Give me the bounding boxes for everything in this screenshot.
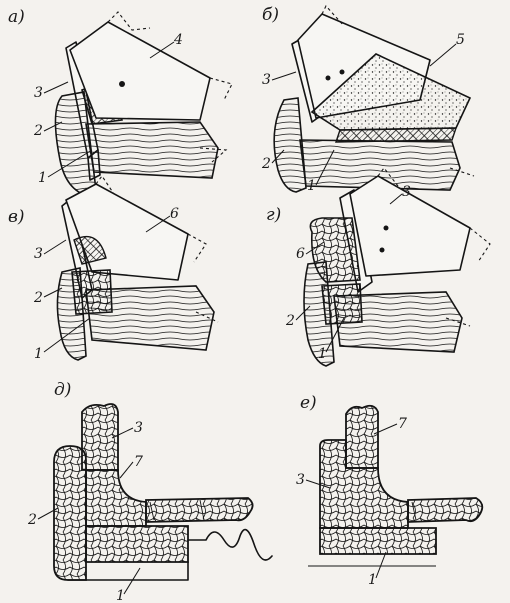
panel-v-leader-6 xyxy=(145,215,171,233)
panel-b-label: б) xyxy=(262,5,279,25)
panel-b-particle-slab xyxy=(310,53,472,131)
panel-b-slab-edge xyxy=(335,127,457,143)
panel-e-floor-board xyxy=(319,527,437,555)
panel-e-label: е) xyxy=(300,393,317,413)
panel-v-callout-3: 3 xyxy=(34,246,43,262)
panel-g-label: г) xyxy=(266,205,281,225)
panel-b-callout-3: 3 xyxy=(262,72,271,88)
panel-a-label: а) xyxy=(8,7,25,27)
panel-d-callout-7: 7 xyxy=(134,454,143,470)
panel-v-cut-line xyxy=(95,175,207,263)
panel-a-callout-2: 2 xyxy=(33,123,43,139)
panel-e-leader-1 xyxy=(375,551,387,579)
panel-e-leader-7 xyxy=(305,479,331,489)
panel-a-leader-1 xyxy=(47,149,93,178)
panel-e-callout-1: 1 xyxy=(368,572,377,588)
panel-e-joints xyxy=(411,501,417,521)
panel-a: а) 3 2 1 4 xyxy=(8,7,233,197)
panel-v-floor-board xyxy=(85,285,215,351)
panel-e-thin-board xyxy=(407,497,484,523)
panel-b-floor-cut xyxy=(449,167,475,177)
panel-a-leader-2 xyxy=(43,121,63,132)
panel-e-stud xyxy=(345,404,379,469)
panel-d-baseline xyxy=(67,528,273,581)
panel-d-stud xyxy=(81,403,119,471)
panel-d: д) 3 7 2 1 xyxy=(27,380,273,603)
panel-v-callout-2: 2 xyxy=(33,290,43,306)
panel-g-callout-6: 6 xyxy=(296,246,305,262)
panel-a-floor-cut xyxy=(199,147,228,163)
panel-d-floor-board xyxy=(85,525,189,563)
panel-d-leader-1 xyxy=(123,567,141,595)
panel-e-callout-7: 3 xyxy=(296,472,305,488)
panel-b-leader-3 xyxy=(271,71,297,81)
panel-a-nail xyxy=(119,81,125,87)
panel-g-callout-1: 1 xyxy=(318,346,327,362)
panel-a-callout-4: 4 xyxy=(173,32,183,48)
panel-d-joints xyxy=(149,499,205,521)
panel-d-callout-2: 2 xyxy=(27,512,37,528)
panel-d-callout-1: 1 xyxy=(116,588,125,603)
panel-e-callout-3: 7 xyxy=(398,416,407,432)
panel-b-leader-2 xyxy=(271,149,285,164)
panel-b-leader-1 xyxy=(315,149,335,186)
panel-v-leader-3 xyxy=(43,239,67,255)
panel-d-leader-7 xyxy=(119,461,134,479)
panel-g-leader-3 xyxy=(389,193,403,205)
panel-a-leader-4 xyxy=(149,41,175,59)
panel-g-floor-cut xyxy=(445,317,471,327)
panel-d-leader-2 xyxy=(37,507,59,520)
panel-g-callout-3: 3 xyxy=(402,184,411,200)
panel-b-floor-board xyxy=(299,139,461,191)
panel-e: е) 7 3 1 xyxy=(296,393,484,588)
panel-a-leader-3 xyxy=(43,81,69,94)
panel-v-label: в) xyxy=(8,207,25,227)
panel-v: в) 3 2 1 6 xyxy=(8,175,219,362)
panel-g-cut-line xyxy=(377,167,491,263)
panel-a-callout-3: 3 xyxy=(34,85,43,101)
panel-b-callout-1: 1 xyxy=(307,178,316,194)
panel-v-leader-2 xyxy=(43,287,63,298)
panel-v-leader-1 xyxy=(43,317,91,353)
panel-a-floor-board xyxy=(85,121,219,179)
panel-b-callout-2: 2 xyxy=(261,156,271,172)
panel-b-callout-5: 5 xyxy=(456,32,465,48)
panel-a-wall-panel xyxy=(69,21,211,121)
panel-b-cut-line xyxy=(321,5,345,27)
panel-d-callout-3: 3 xyxy=(134,420,143,436)
panel-a-callout-1: 1 xyxy=(38,170,47,186)
panel-g-leader-2 xyxy=(295,305,311,321)
panel-b-trim xyxy=(273,97,307,193)
panel-g-floor-board xyxy=(333,291,463,353)
panel-a-cut-line xyxy=(107,11,233,101)
panel-v-cove xyxy=(73,235,107,265)
panel-g-leader-6 xyxy=(305,241,325,255)
panel-g-callout-2: 2 xyxy=(285,313,295,329)
panel-g-leader-1 xyxy=(325,317,345,353)
panel-v-callout-1: 1 xyxy=(34,346,43,362)
panel-b-leader-5 xyxy=(429,43,457,67)
panel-v-floor-cut xyxy=(195,311,219,323)
panel-v-callout-6: 6 xyxy=(170,206,179,222)
panel-b: б) 3 2 1 5 xyxy=(261,5,475,194)
panel-d-thin-board xyxy=(145,497,254,523)
panel-g: г) 6 2 1 3 xyxy=(266,167,491,367)
panel-e-leader-3 xyxy=(373,423,398,435)
panel-d-leader-3 xyxy=(111,427,134,439)
panel-d-cove xyxy=(85,469,147,527)
panel-e-cove xyxy=(319,439,409,529)
panel-d-label: д) xyxy=(54,380,71,400)
